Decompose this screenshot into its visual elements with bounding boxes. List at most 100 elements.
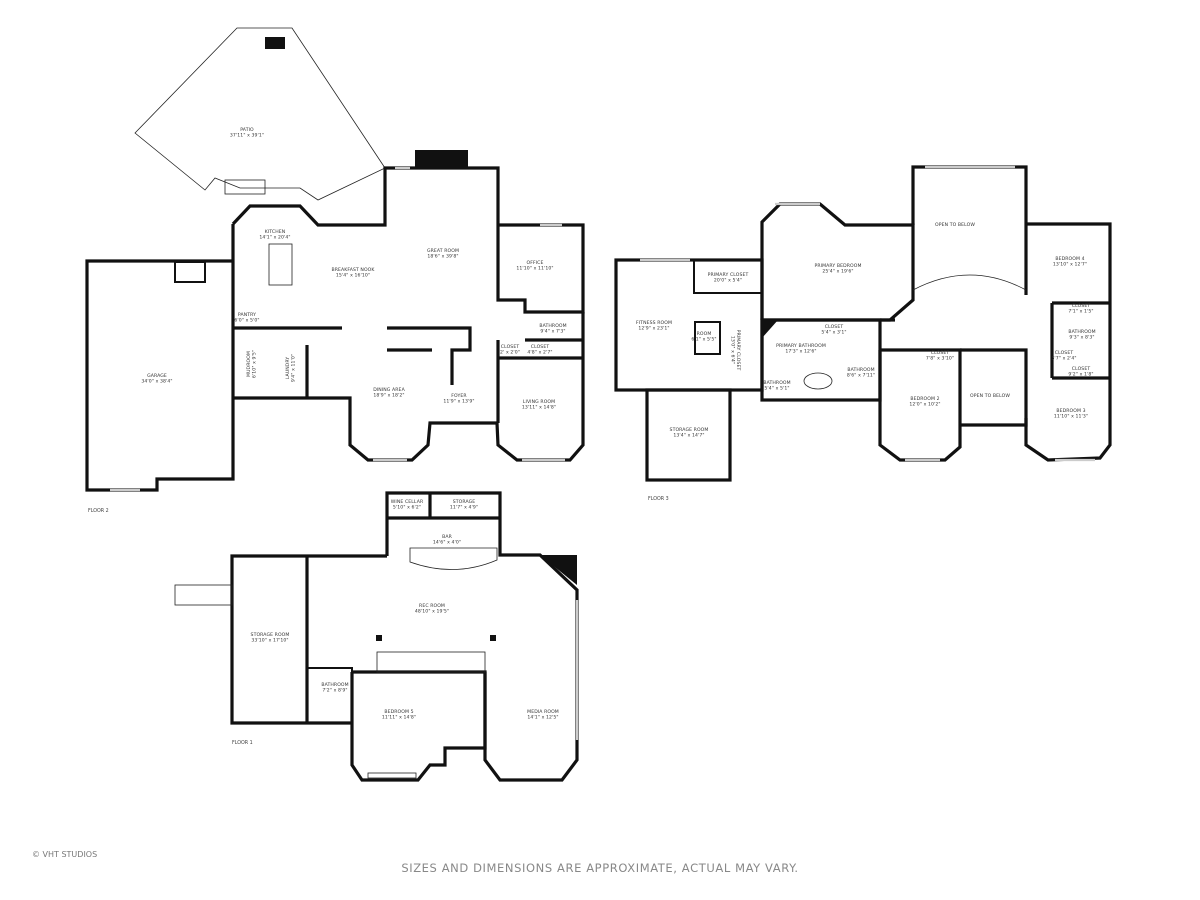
bathtub-icon	[803, 372, 833, 390]
bar-counter	[409, 547, 498, 570]
room-dims: 14'1" x 20'4"	[259, 235, 290, 241]
room-dims: 15'4" x 16'10"	[336, 273, 370, 279]
room-dims: 3'7" x 2'4"	[1051, 356, 1076, 362]
room-name: BATHROOM	[321, 682, 348, 688]
room-name: PRIMARY BEDROOM	[814, 263, 861, 269]
room-dims: 8'6" x 7'11"	[847, 373, 875, 379]
room-name: LIVING ROOM	[523, 399, 555, 405]
column	[376, 635, 382, 641]
room-name: DINING AREA	[373, 387, 405, 393]
primary-bath-corner	[762, 320, 778, 338]
room-name: PATIO	[240, 127, 254, 133]
room-dims: 9'2" x 1'8"	[1068, 372, 1093, 378]
room-dims: 13'10" x 12'7"	[1053, 262, 1087, 268]
room-name: BEDROOM 3	[1056, 408, 1085, 414]
room-name: FOYER	[451, 393, 467, 399]
room-dims: 13'11" x 14'8"	[522, 405, 556, 411]
room-dims: 37'11" x 39'1"	[230, 133, 264, 139]
room-dims: 9'4" x 11'0"	[291, 354, 297, 382]
room-name: WINE CELLAR	[391, 499, 424, 505]
room-name: PRIMARY BATHROOM	[776, 343, 826, 349]
room-name: CLOSET	[1072, 303, 1091, 309]
room-dims: 17'3" x 12'6"	[785, 349, 816, 355]
floor-2-plan	[85, 27, 585, 492]
floor-label: FLOOR 3	[648, 496, 669, 502]
room-name: CLOSET	[825, 324, 844, 330]
room-name: BREAKFAST NOOK	[331, 267, 375, 273]
bathroom-walls	[306, 667, 353, 724]
basement-walls	[385, 491, 579, 782]
room-name: MEDIA ROOM	[527, 709, 559, 715]
room-name: STORAGE ROOM	[670, 427, 709, 433]
room-name: REC ROOM	[419, 603, 445, 609]
column	[490, 635, 496, 641]
room-name: CLOSET	[501, 344, 520, 350]
room-dims: 12'0" x 10'2"	[909, 402, 940, 408]
room-dims: 11'10" x 11'10"	[516, 266, 553, 272]
room-name: CLOSET	[931, 350, 950, 356]
room-dims: 11'7" x 4'9"	[450, 505, 478, 511]
room-name: OPEN TO BELOW	[970, 393, 1010, 399]
room-dims: 6'10" x 9'5"	[252, 350, 258, 378]
balcony-arc	[912, 274, 1027, 291]
room-name: ROOM	[697, 331, 712, 337]
room-dims: 5'4" x 5'1"	[764, 386, 789, 392]
room-name: BATHROOM	[763, 380, 790, 386]
storage-room-walls	[230, 554, 387, 725]
room-dims: 13'4" x 14'7"	[673, 433, 704, 439]
room-name: MUDROOM	[246, 351, 252, 377]
primary-bedroom-walls	[760, 202, 915, 322]
floor-label: FLOOR 1	[232, 740, 253, 746]
room-name: GREAT ROOM	[427, 248, 459, 254]
room-label: BEDROOM 511'11" x 14'8"	[382, 709, 416, 721]
room-name: BATHROOM	[539, 323, 566, 329]
room-dims: 6'0" x 5'0"	[234, 318, 259, 324]
bedroom-5-walls	[350, 670, 487, 782]
stair-walls	[387, 326, 472, 385]
floor-label: FLOOR 2	[88, 508, 109, 514]
room-label: BEDROOM 212'0" x 10'2"	[909, 396, 940, 408]
room-dims: 4'8" x 2'7"	[527, 350, 552, 356]
outdoor-counter	[224, 179, 266, 195]
room-dims: 11'9" x 13'9"	[443, 399, 474, 405]
room-name: GARAGE	[147, 373, 167, 379]
disclaimer: SIZES AND DIMENSIONS ARE APPROXIMATE, AC…	[401, 861, 799, 875]
room-dims: 7'8" x 3'10"	[926, 356, 954, 362]
room-name: BEDROOM 5	[384, 709, 413, 715]
room-dims: 20'0" x 5'4"	[714, 278, 742, 284]
floor-3-plan	[614, 165, 1112, 482]
room-name: BATHROOM	[847, 367, 874, 373]
room-name: BEDROOM 4	[1055, 256, 1084, 262]
room-name: BEDROOM 2	[910, 396, 939, 402]
room-name: OPEN TO BELOW	[935, 222, 975, 228]
room-name: FITNESS ROOM	[636, 320, 672, 326]
room-dims: 14'1" x 12'5"	[527, 715, 558, 721]
room-dims: 48'10" x 19'5"	[415, 609, 449, 615]
room-dims: 14'6" x 4'0"	[433, 540, 461, 546]
room-label: BEDROOM 311'10" x 11'3"	[1054, 408, 1088, 420]
